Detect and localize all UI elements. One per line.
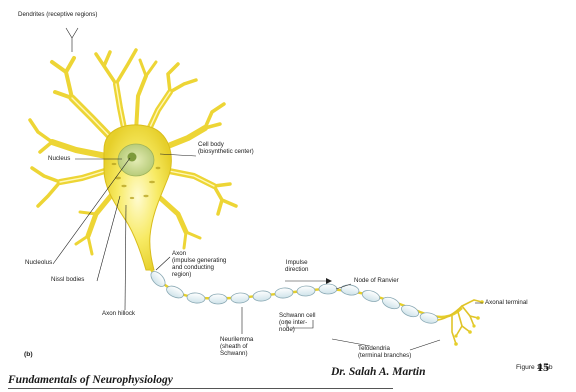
node-of-ranvier-label: Node of Ranvier xyxy=(354,277,399,284)
axon-hillock-label: Axon hillock xyxy=(102,310,135,317)
impulse-direction-label: Impulse direction xyxy=(285,259,308,273)
telodendria-label: Telodendria (terminal branches) xyxy=(358,345,411,359)
terminal-boutons xyxy=(454,300,484,346)
axonal-terminal-label: Axonal terminal xyxy=(485,299,528,306)
course-title: Fundamentals of Neurophysiology xyxy=(8,374,173,386)
cell-body-label: Cell body (biosynthetic center) xyxy=(198,141,254,155)
nucleus xyxy=(118,144,154,176)
footer-rule xyxy=(8,388,393,389)
page-number: 15 xyxy=(537,360,549,375)
panel-label: (b) xyxy=(24,351,33,358)
nucleolus-label: Nucleolus xyxy=(25,259,52,266)
nissl-bodies-label: Nissl bodies xyxy=(51,276,84,283)
axon-label: Axon (impulse generating and conducting … xyxy=(172,250,226,278)
schwann-cell-label: Schwann cell (one inter- node) xyxy=(279,312,315,333)
author-name: Dr. Salah A. Martin xyxy=(331,366,426,378)
neurilemma-label: Neurilemma (sheath of Schwann) xyxy=(220,336,253,357)
nucleolus xyxy=(128,153,137,162)
nucleus-label: Nucleus xyxy=(48,155,70,162)
dendrites-label: Dendrites (receptive regions) xyxy=(18,11,97,18)
telodendria xyxy=(438,300,482,344)
impulse-arrow-head xyxy=(326,278,332,284)
